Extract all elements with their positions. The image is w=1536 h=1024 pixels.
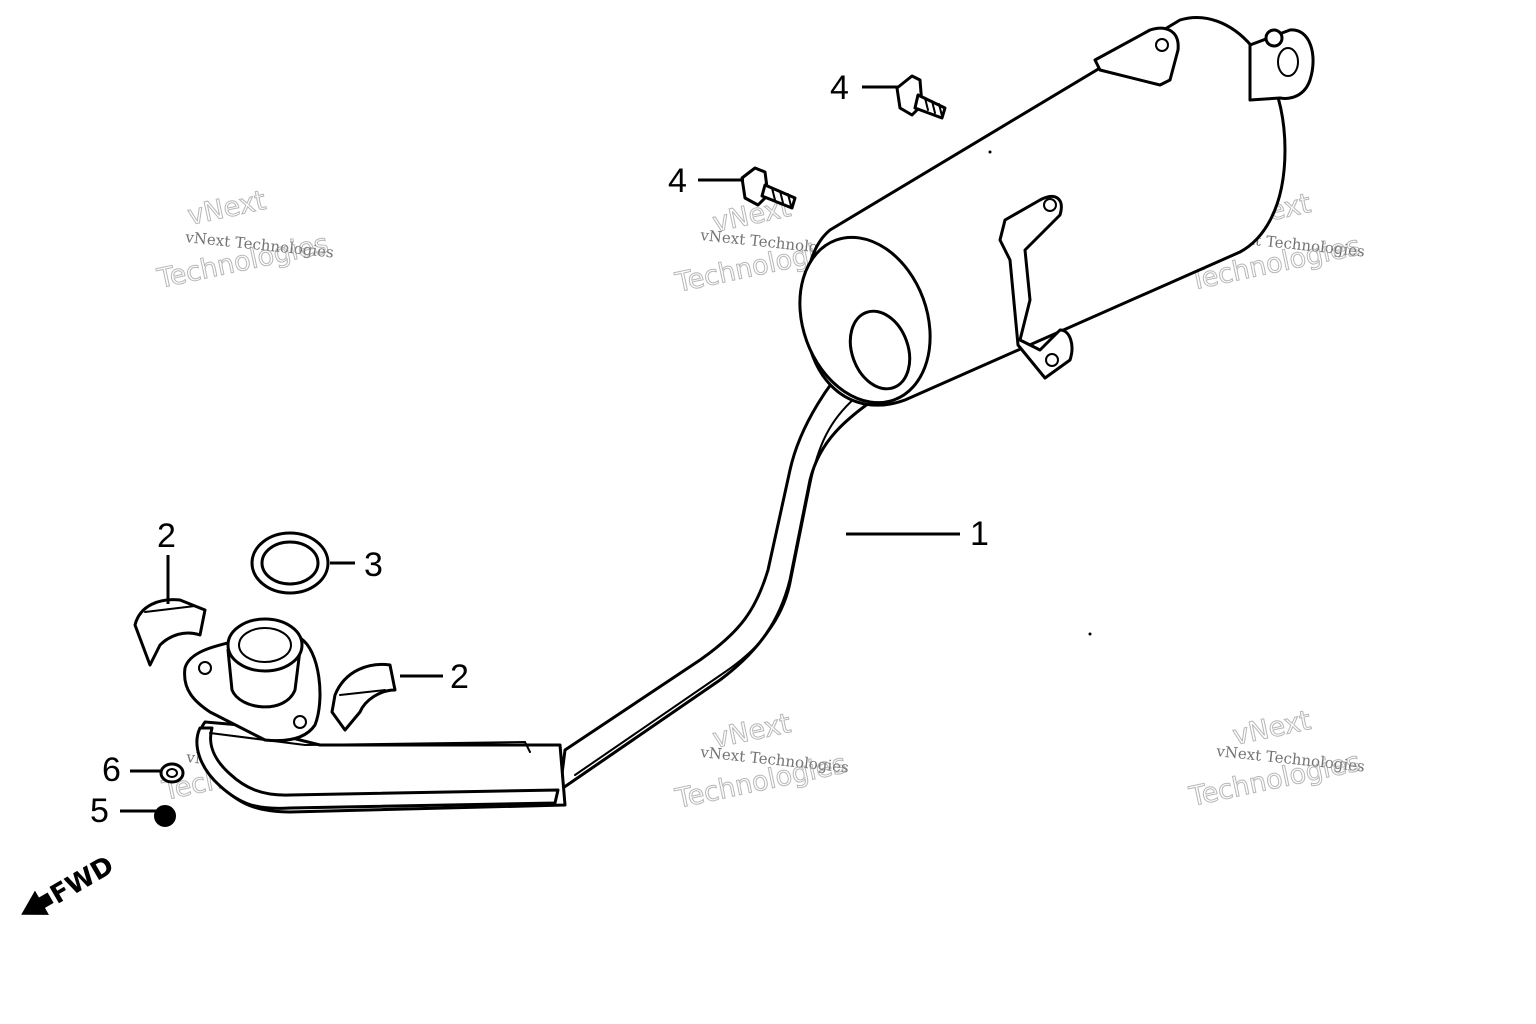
joint-collar-left	[133, 598, 207, 667]
bolt-lower	[740, 166, 797, 210]
muffler-assembly	[558, 16, 1315, 792]
callout-4-upper: 4	[830, 69, 849, 107]
callout-1: 1	[970, 515, 989, 553]
watermark-left: vNext vNext Technologies Technologies	[154, 185, 335, 296]
callout-2-left: 2	[157, 517, 176, 555]
watermark-right-bottom: vNext vNext Technologies Technologies	[1186, 705, 1366, 814]
washer	[159, 762, 185, 784]
callout-6: 6	[102, 751, 121, 789]
callout-5: 5	[90, 792, 109, 830]
fwd-label: FWD	[45, 851, 119, 911]
callout-3: 3	[364, 546, 383, 584]
leader-lines	[120, 85, 960, 813]
watermark-center-bottom: vNext vNext Technologies Technologies	[672, 708, 850, 816]
joint-collar-right	[330, 662, 397, 732]
svg-text:vNext: vNext	[185, 185, 269, 232]
cap-nut	[154, 805, 176, 827]
fwd-arrow-icon	[21, 890, 54, 915]
header-pipe	[183, 617, 567, 814]
gasket	[250, 531, 330, 595]
fwd-direction-indicator: FWD	[21, 851, 119, 915]
callout-4-lower: 4	[668, 162, 687, 200]
callout-2-right: 2	[450, 658, 469, 696]
bolt-upper	[895, 74, 947, 120]
